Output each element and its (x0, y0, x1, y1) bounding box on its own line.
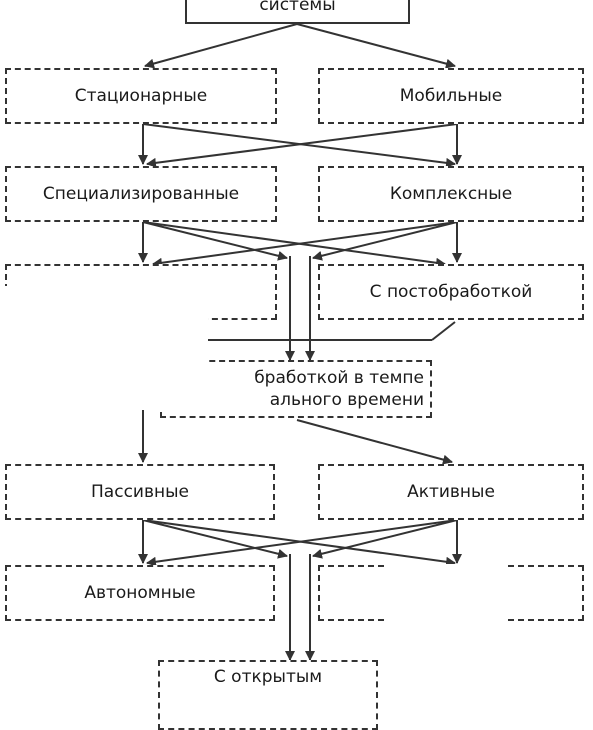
arrow-mobile-specialized (146, 123, 458, 168)
arrow-right-open (312, 519, 458, 559)
node-autonomous: Автономные (5, 565, 275, 621)
arrow-root-stationary (144, 23, 298, 69)
node-postprocessing: С постобработкой (318, 264, 584, 320)
arrow-realtime-active (296, 419, 453, 465)
arrow-specialized-realtime (142, 221, 288, 261)
connector-post-line (431, 321, 456, 341)
arrow-specialized-post (142, 221, 446, 268)
arrow-complex-left (152, 221, 458, 268)
node-realtime-line2: ального времени (269, 390, 424, 410)
node-specialized: Специализированные (5, 166, 277, 222)
node-complex: Комплексные (318, 166, 584, 222)
arrow-root-mobile (296, 23, 456, 69)
arrow-active-autonomous (146, 519, 458, 567)
node-open-interface-line1: С открытым (213, 667, 323, 687)
node-stationary: Стационарные (5, 68, 277, 124)
occlusion-patch (3, 286, 208, 346)
arrow-left-open (142, 519, 288, 559)
node-open-interface: С открытым (158, 660, 378, 730)
arrow-complex-realtime (312, 221, 458, 261)
node-realtime-line1: бработкой в темпе (254, 368, 424, 388)
node-passive: Пассивные (5, 464, 275, 520)
occlusion-patch-3 (386, 564, 506, 624)
occlusion-patch-2 (150, 356, 206, 408)
node-active: Активные (318, 464, 584, 520)
node-root: системы (185, 0, 410, 24)
node-mobile: Мобильные (318, 68, 584, 124)
